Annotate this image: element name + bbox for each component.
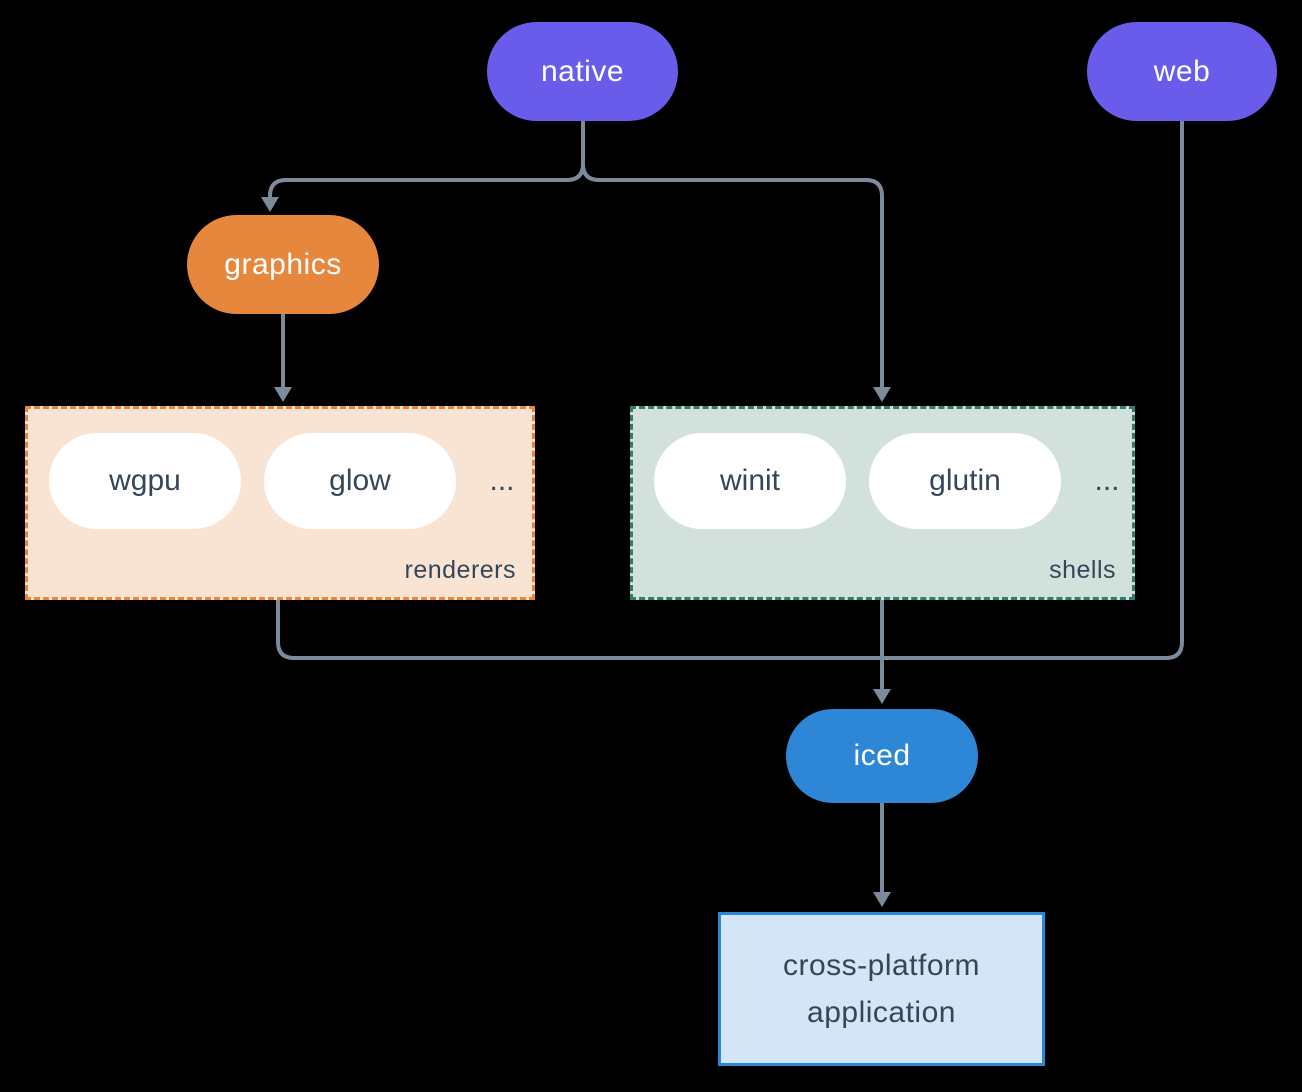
shells-group-label: shells <box>1049 556 1116 584</box>
node-native: native <box>487 22 678 121</box>
edge-web-iced <box>880 119 1184 660</box>
arrowhead-shells <box>873 387 891 402</box>
app-label-line2: application <box>807 996 956 1029</box>
renderers-ellipsis: ... <box>489 464 515 497</box>
renderers-group-label: renderers <box>404 556 516 584</box>
group-shells: winit glutin ... shells <box>630 406 1135 600</box>
arrowhead-graphics <box>261 197 279 212</box>
node-graphics: graphics <box>187 215 379 314</box>
shells-ellipsis: ... <box>1094 464 1120 497</box>
node-web: web <box>1087 22 1277 121</box>
node-winit: winit <box>654 433 846 529</box>
node-cross-platform-application: cross-platform application <box>718 912 1045 1066</box>
node-glutin-label: glutin <box>929 464 1001 497</box>
node-glow-label: glow <box>329 464 391 497</box>
arrowhead-iced <box>873 689 891 704</box>
node-glutin: glutin <box>869 433 1061 529</box>
edge-native-shells <box>581 162 884 390</box>
node-iced: iced <box>786 709 978 803</box>
node-wgpu: wgpu <box>49 433 241 529</box>
edge-renderers-iced <box>276 599 884 660</box>
arrowhead-renderers <box>274 387 292 402</box>
node-glow: glow <box>264 433 456 529</box>
node-graphics-label: graphics <box>224 247 342 281</box>
app-label-line1: cross-platform <box>782 949 981 982</box>
group-renderers: wgpu glow ... renderers <box>25 406 535 600</box>
node-iced-label: iced <box>853 739 911 772</box>
node-native-label: native <box>540 54 625 88</box>
arrowhead-app <box>873 892 891 907</box>
node-winit-label: winit <box>719 464 780 497</box>
node-web-label: web <box>1153 54 1211 88</box>
edge-native-graphics <box>268 119 585 198</box>
node-wgpu-label: wgpu <box>109 464 181 497</box>
